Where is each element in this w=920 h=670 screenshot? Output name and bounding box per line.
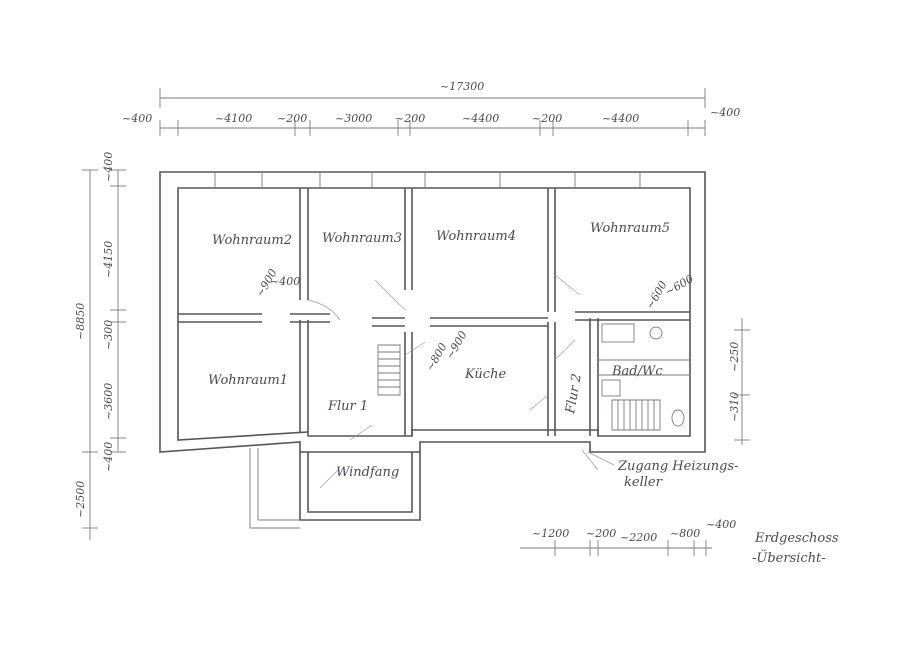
note-zugang-line2: keller	[624, 475, 663, 490]
dim-left-5: ~400	[102, 442, 115, 472]
room-wohnraum4: Wohnraum4	[436, 229, 516, 244]
dim-left-4: ~3600	[102, 383, 115, 420]
dim-top-3: ~200	[277, 112, 307, 125]
dim-top-9: ~400	[710, 106, 740, 119]
dim-top-4: ~3000	[335, 112, 372, 125]
dim-top-2: ~4100	[215, 112, 252, 125]
dimension-lines	[82, 88, 750, 556]
dim-left-2: ~4150	[102, 241, 115, 278]
dim-left-1: ~400	[102, 152, 115, 182]
room-wohnraum1: Wohnraum1	[208, 373, 288, 388]
dim-top-6: ~4400	[462, 112, 499, 125]
notes: Zugang Heizungs- keller Erdgeschoss -Übe…	[587, 451, 839, 566]
room-labels: Wohnraum2 Wohnraum3 Wohnraum4 Wohnraum5 …	[208, 221, 670, 480]
dim-top-8: ~4400	[602, 112, 639, 125]
note-zugang-line1: Zugang Heizungs-	[617, 459, 738, 474]
dim-overall-width: ~17300	[440, 80, 484, 93]
room-badwc: Bad/Wc	[611, 364, 663, 379]
dim-bath-door-1: ~600	[643, 279, 669, 312]
dim-top-5: ~200	[395, 112, 425, 125]
dim-left-overall: ~8850	[74, 303, 87, 340]
dim-living1-door-2: ~400	[270, 275, 300, 288]
dim-legend-2: ~200	[586, 527, 616, 540]
room-wohnraum3: Wohnraum3	[322, 231, 402, 246]
dim-top-7: ~200	[532, 112, 562, 125]
dim-legend-5: ~400	[706, 518, 736, 531]
dim-left-3: ~300	[102, 320, 115, 350]
room-windfang: Windfang	[336, 465, 399, 480]
room-flur2: Flur 2	[563, 373, 585, 416]
room-wohnraum2: Wohnraum2	[212, 233, 292, 248]
title-line2: -Übersicht-	[752, 549, 826, 566]
title-line1: Erdgeschoss	[754, 531, 839, 546]
room-wohnraum5: Wohnraum5	[590, 221, 670, 236]
dim-kitchen-door-2: ~900	[443, 329, 469, 362]
walls	[159, 171, 706, 529]
room-kueche: Küche	[464, 367, 506, 382]
dim-legend-3: ~2200	[620, 531, 657, 544]
dim-legend-1: ~1200	[532, 527, 569, 540]
dim-top-1: ~400	[122, 112, 152, 125]
room-flur1: Flur 1	[327, 399, 368, 414]
dimension-labels: ~17300 ~400 ~4100 ~200 ~3000 ~200 ~4400 …	[74, 80, 741, 544]
dim-left-entry: ~2500	[74, 481, 87, 518]
dim-right-1: ~250	[728, 342, 741, 372]
dim-legend-4: ~800	[670, 527, 700, 540]
dim-right-2: ~310	[728, 392, 741, 422]
